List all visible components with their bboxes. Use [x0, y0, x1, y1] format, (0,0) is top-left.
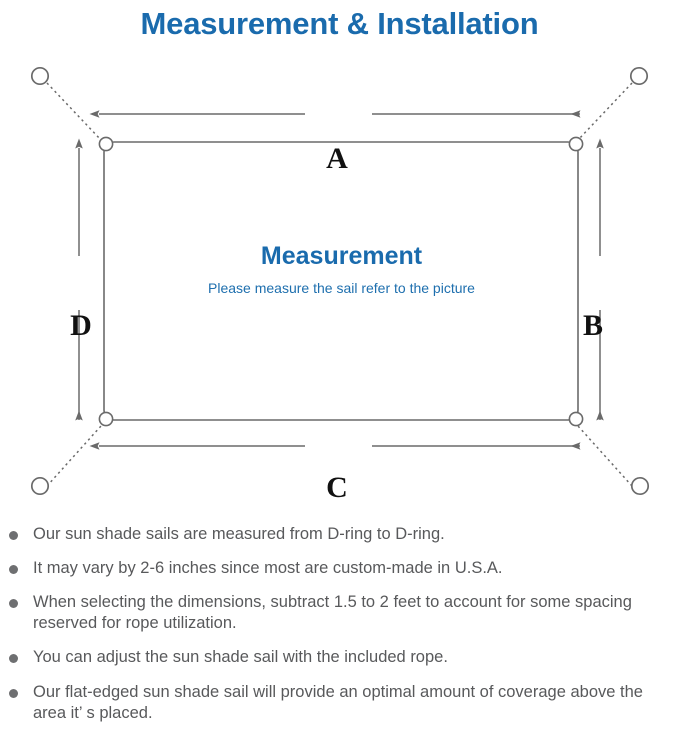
bullet-icon: [9, 654, 18, 664]
d-ring-top-right: [568, 136, 584, 152]
list-item-text: It may vary by 2-6 inches since most are…: [33, 559, 503, 578]
d-ring-bottom-right: [568, 411, 584, 427]
measurement-diagram: Measurement Please measure the sail refe…: [0, 48, 679, 518]
dimension-label-d: D: [70, 309, 92, 342]
dimension-label-b: B: [582, 309, 603, 342]
list-item-text: You can adjust the sun shade sail with t…: [33, 648, 448, 667]
rope-top-right: [577, 82, 633, 141]
page-title: Measurement & Installation: [140, 6, 539, 41]
rope-lines: [46, 82, 633, 487]
list-item: It may vary by 2-6 inches since most are…: [0, 558, 679, 579]
anchor-ring-bottom-left: [30, 476, 50, 496]
bullet-icon: [9, 565, 18, 575]
diagram-canvas: [30, 66, 650, 496]
list-item: When selecting the dimensions, subtract …: [0, 592, 679, 634]
notes-list: Our sun shade sails are measured from D-…: [0, 524, 679, 724]
dimension-label-c: C: [326, 471, 348, 504]
list-item: You can adjust the sun shade sail with t…: [0, 647, 679, 668]
bullet-icon: [9, 599, 18, 609]
anchor-ring-top-right: [629, 66, 649, 86]
rope-bottom-right: [577, 425, 633, 487]
anchor-ring-top-left: [30, 66, 50, 86]
bullet-icon: [9, 688, 18, 698]
list-item-text: Our sun shade sails are measured from D-…: [33, 525, 445, 543]
list-item-text: When selecting the dimensions, subtract …: [33, 593, 632, 633]
list-item: Our flat-edged sun shade sail will provi…: [0, 682, 679, 724]
rope-bottom-left: [46, 425, 102, 487]
d-ring-bottom-left: [98, 411, 114, 427]
sail-body: [103, 141, 579, 421]
d-ring-top-left: [98, 136, 114, 152]
d-rings: [98, 136, 584, 427]
anchor-rings: [30, 66, 650, 496]
list-item-text: Our flat-edged sun shade sail will provi…: [33, 682, 643, 722]
bullet-icon: [9, 531, 18, 540]
rope-top-left: [46, 82, 102, 141]
anchor-ring-bottom-right: [630, 476, 650, 496]
list-item: Our sun shade sails are measured from D-…: [0, 524, 679, 545]
dimension-label-a: A: [326, 142, 348, 175]
